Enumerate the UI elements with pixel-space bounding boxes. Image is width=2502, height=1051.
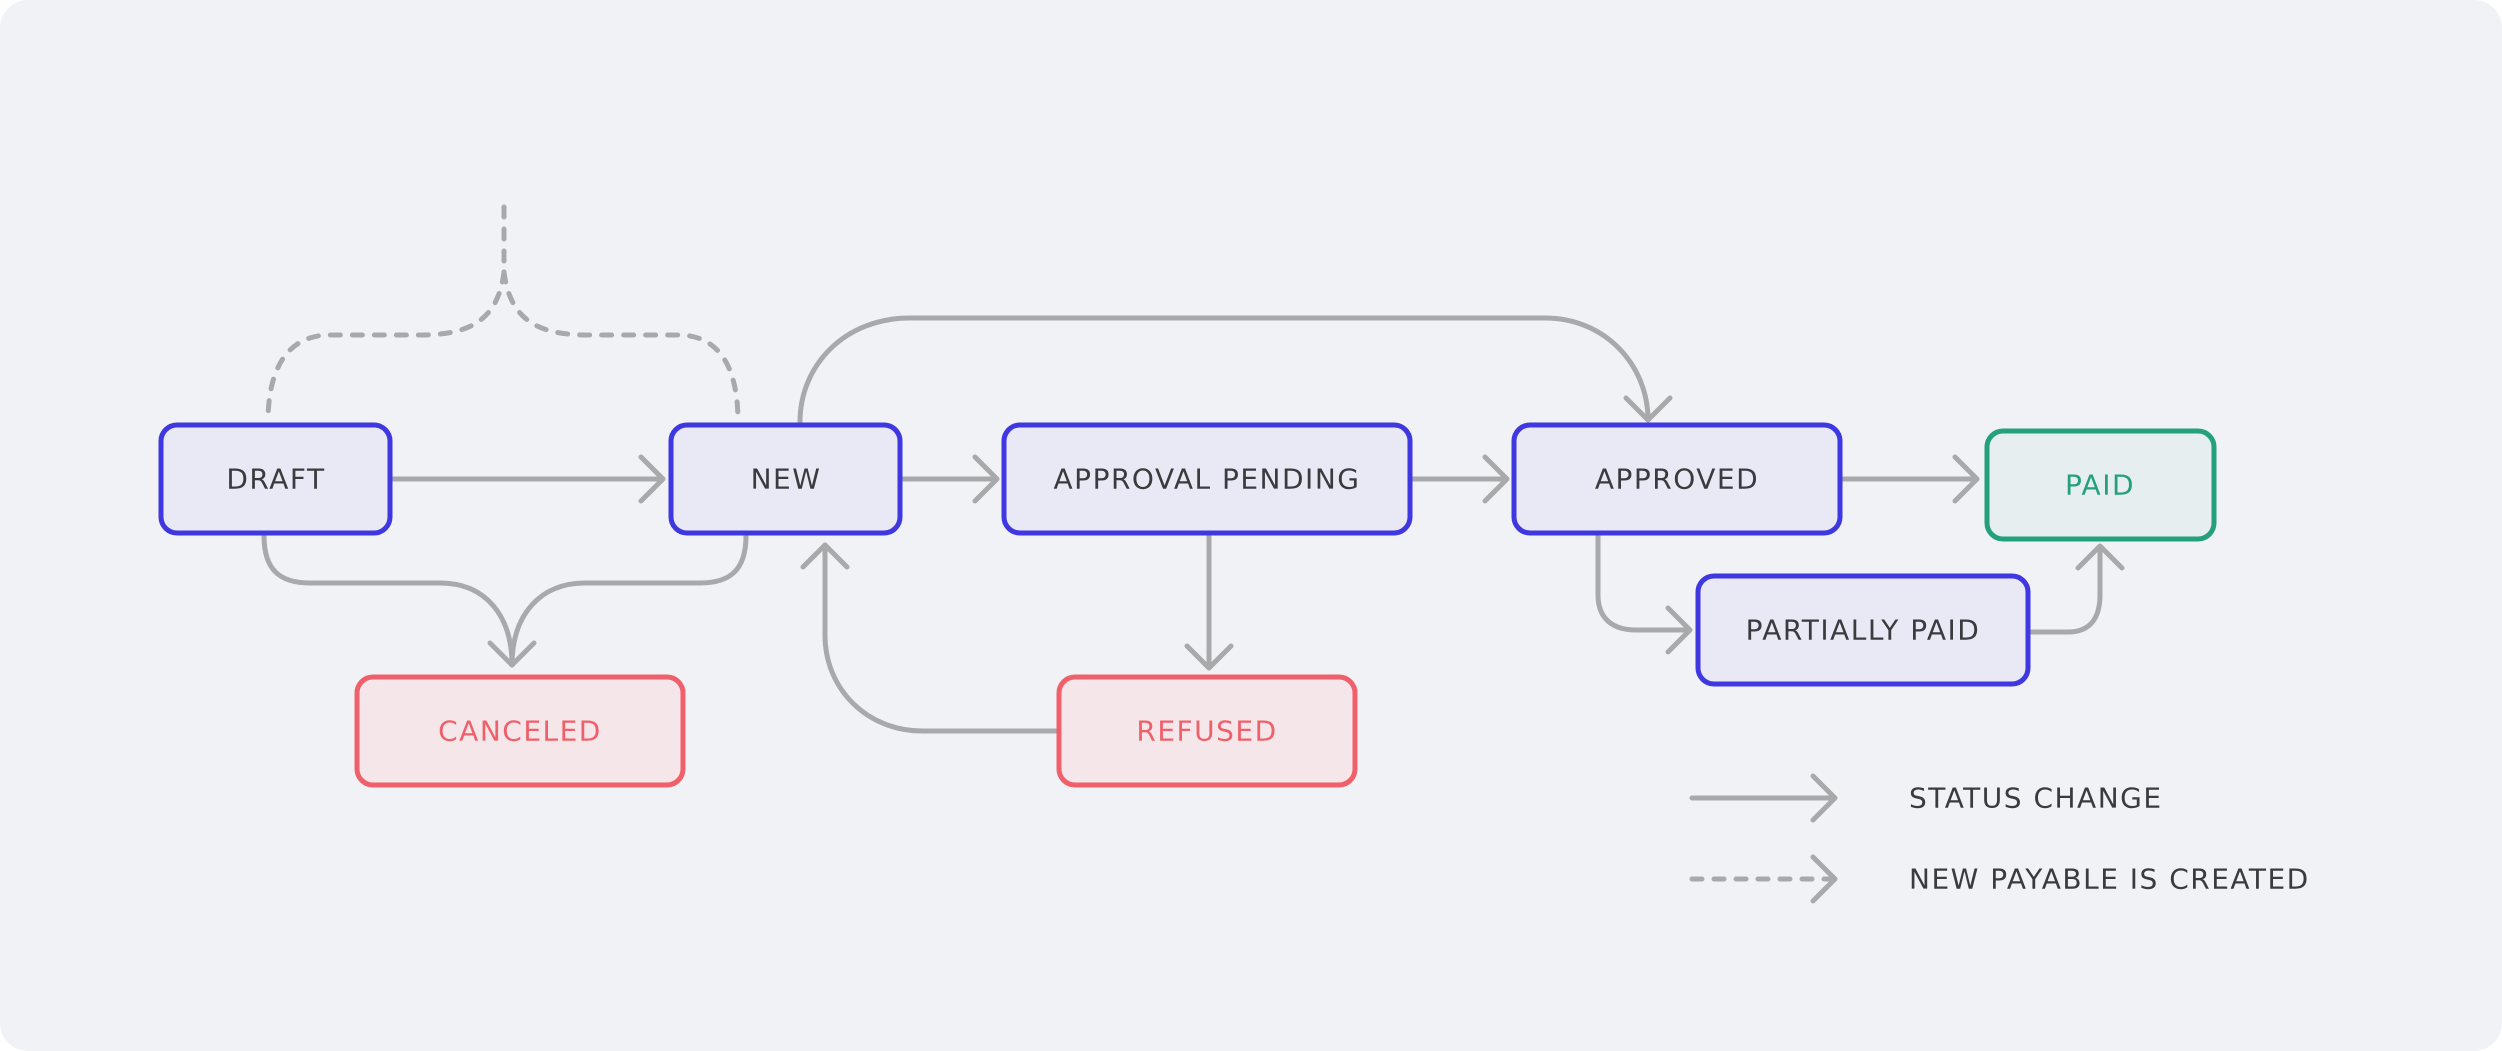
node-paid: PAID [1984,428,2217,542]
node-new-label: NEW [751,463,822,496]
arrow-refused-to-new [800,542,1060,734]
arrow-approval-pending-to-approved [1409,454,1510,504]
node-draft-label: DRAFT [226,463,325,496]
arrow-draft-to-canceled [261,533,515,668]
arrow-new-to-approval-pending [899,454,1000,504]
legend-status-change-label: STATUS CHANGE [1909,782,2163,815]
legend-dashed-arrow-icon [1689,854,1838,904]
node-approval-pending: APPROVAL PENDING [1001,422,1413,536]
node-partially-paid: PARTIALLY PAID [1695,573,2031,687]
node-refused: REFUSED [1056,674,1358,788]
arrow-new-to-approved [797,315,1673,425]
legend-status-change: STATUS CHANGE [1689,773,2163,823]
node-approval-pending-label: APPROVAL PENDING [1054,463,1361,496]
arrow-partially-paid-to-paid [2027,543,2125,635]
arrow-approved-to-partially-paid [1595,533,1693,655]
legend-new-payable-label: NEW PAYABLE IS CREATED [1909,863,2310,896]
node-paid-label: PAID [2065,469,2135,502]
node-canceled-label: CANCELED [438,715,602,748]
node-new: NEW [668,422,903,536]
arrow-draft-to-new [389,454,666,504]
node-canceled: CANCELED [354,674,686,788]
arrow-approved-to-paid [1839,454,1980,504]
legend-new-payable: NEW PAYABLE IS CREATED [1689,854,2310,904]
legend-solid-arrow-icon [1689,773,1838,823]
arrow-new-to-canceled [487,533,749,668]
node-approved: APPROVED [1511,422,1843,536]
arrow-approval-pending-to-refused [1184,533,1234,671]
dashed-connector-new-payable [265,204,741,425]
node-draft: DRAFT [158,422,393,536]
node-partially-paid-label: PARTIALLY PAID [1746,614,1981,647]
legend: STATUS CHANGE NEW PAYABLE IS CREATED [1689,773,2310,904]
node-approved-label: APPROVED [1595,463,1759,496]
node-refused-label: REFUSED [1136,715,1277,748]
